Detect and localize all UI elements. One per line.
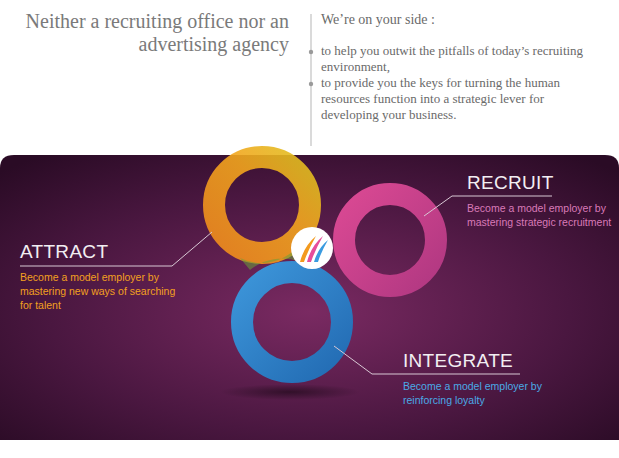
panel [0, 155, 619, 440]
stage-heading: ATTRACT [20, 241, 108, 263]
bullet-dot [309, 50, 313, 54]
recruit-ring [344, 194, 436, 286]
bullet-dot [309, 82, 313, 86]
bullet-text: to provide you the keys for turning the … [321, 75, 601, 123]
page-title: Neither a recruiting office nor an adver… [19, 10, 289, 56]
leader-line [311, 14, 312, 146]
stage-heading: INTEGRATE [403, 350, 513, 372]
stage-description: Become a model employer by mastering str… [467, 201, 612, 229]
leader-line [20, 232, 212, 266]
bullet-text: to help you outwit the pitfalls of today… [321, 43, 601, 75]
stage-description: Become a model employer by reinforcing l… [403, 379, 583, 407]
leader-line [334, 346, 520, 374]
logo [291, 227, 333, 269]
stage-description: Become a model employer by mastering new… [20, 270, 180, 312]
stage-heading: RECRUIT [467, 172, 554, 194]
integrate-ring [242, 272, 342, 372]
intro-text: We’re on your side : [321, 11, 606, 28]
ring-overlap [240, 252, 300, 270]
ring-shadow [220, 384, 360, 400]
